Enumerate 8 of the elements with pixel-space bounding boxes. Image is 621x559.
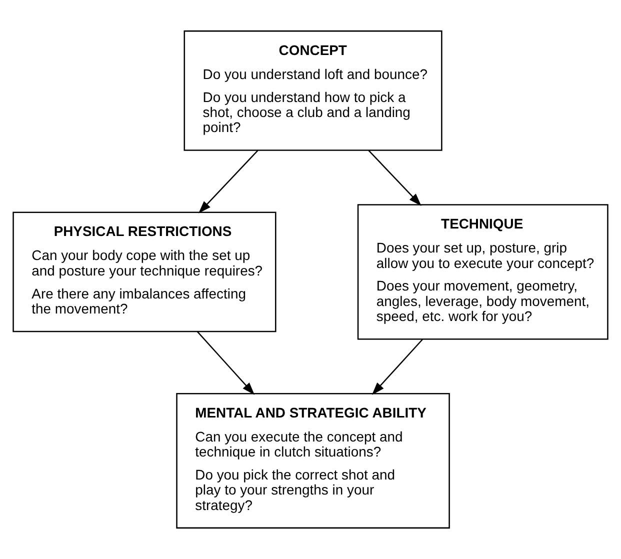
arrow [198,150,258,214]
node-box: PHYSICAL RESTRICTIONS Can your body cope with the set up and posture your technique requires? Are there any imbalances affecting the movement? [12,212,276,332]
node-box: TECHNIQUE Does your set up, posture, grip allow you to execute your concept? Does your movement, geometry, angles, leverage, body movement, speed, etc. work for you? [357,204,608,340]
node-box: MENTAL AND STRATEGIC ABILITY Can you execute the concept and technique in clutch situations? Do you pick the correct shot and play to your strengths in your strategy? [176,392,450,529]
arrow [196,331,255,395]
arrow [368,150,422,206]
node-box: CONCEPT Do you understand loft and bounce? Do you understand how to pick a shot, choose a club and a landing point? [184,30,442,151]
arrow [372,338,423,395]
